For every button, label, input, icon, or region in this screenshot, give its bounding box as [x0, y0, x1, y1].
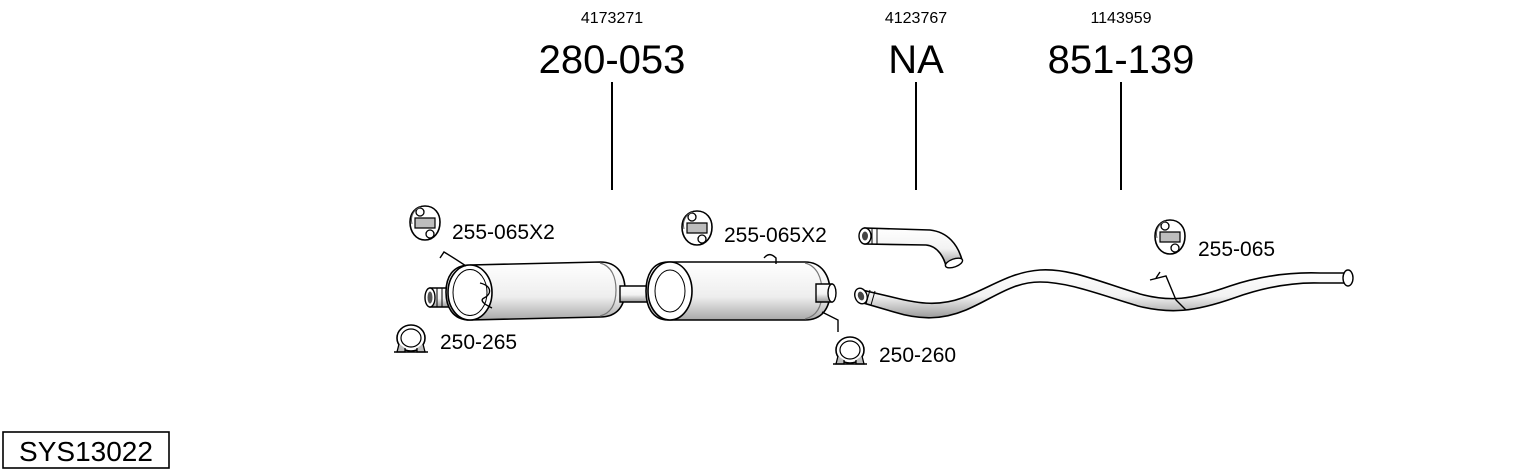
hanger-part-label[interactable]: 255-065X2	[724, 224, 827, 247]
system-code[interactable]: SYS13022	[19, 436, 153, 467]
part-ref-number: 4173271	[581, 10, 643, 27]
part-number[interactable]: 280-053	[539, 38, 686, 82]
rear-pipe-assembly[interactable]	[853, 269, 1354, 319]
rubber-hanger-icon[interactable]	[681, 210, 713, 246]
rubber-hanger-icon[interactable]	[409, 205, 441, 241]
front-silencer-assembly[interactable]	[424, 251, 839, 332]
part-number[interactable]: NA	[888, 38, 944, 82]
part-ref-number: 1143959	[1090, 10, 1151, 27]
pipe-clamp-icon[interactable]	[393, 324, 429, 353]
system-code-box	[2, 431, 170, 469]
pipe-clamp-icon[interactable]	[832, 336, 868, 365]
clamp-part-label[interactable]: 250-260	[879, 344, 956, 367]
rubber-hanger-icon[interactable]	[1154, 219, 1186, 255]
part-ref-number: 4123767	[885, 10, 947, 27]
clamp-part-label[interactable]: 250-265	[440, 331, 517, 354]
intermediate-pipe[interactable]	[858, 227, 964, 270]
hanger-part-label[interactable]: 255-065X2	[452, 221, 555, 244]
hanger-part-label[interactable]: 255-065	[1198, 238, 1275, 261]
part-number[interactable]: 851-139	[1048, 38, 1195, 82]
